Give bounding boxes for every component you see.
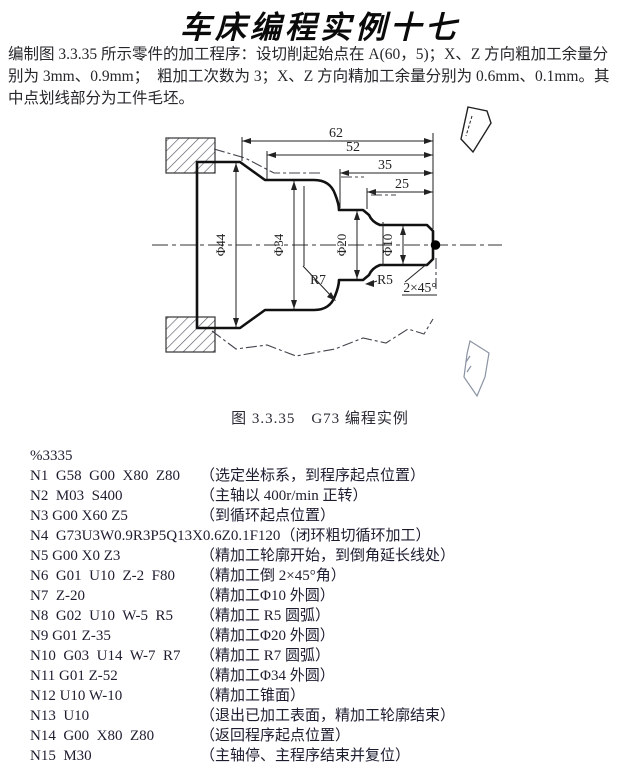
program-comment: （返回程序起点位置） (200, 728, 351, 744)
program-line: N12 U10 W-10 （精加工锥面） (30, 686, 630, 706)
program-comment: （主轴以 400r/min 正转） (200, 488, 368, 504)
program-code: N10 G03 U14 W-7 R7 (30, 648, 181, 664)
intro-line: 别为 3mm、0.9mm； 粗加工次数为 3；X、Z 方向精加工余量分别为 0.… (8, 68, 610, 85)
dim-d20 (354, 211, 360, 279)
dim-d10-label: Φ10 (380, 234, 395, 257)
program-code: N11 G01 Z-52 (30, 668, 118, 684)
page-title: 车床编程实例十七 (180, 10, 460, 45)
program-line: N4 G73U3W0.9R3P5Q13X0.6Z0.1F120 （闭环粗切循环加… (30, 526, 630, 546)
intro-line: 编制图 3.3.35 所示零件的加工程序：设切削起始点在 A(60，5)；X、Z… (8, 46, 609, 63)
program-comment: （精加工Φ34 外圆） (200, 668, 335, 684)
dim-d34-label: Φ34 (271, 233, 286, 256)
dim-25 (366, 188, 433, 209)
program-line: N9 G01 Z-35 （精加工Φ20 外圆） (30, 626, 630, 646)
dim-35 (339, 169, 433, 208)
program-line: N8 G02 U10 W-5 R5 （精加工 R5 圆弧） (30, 606, 630, 626)
program-line: N1 G58 G00 X80 Z80 （选定坐标系，到程序起点位置） (30, 466, 630, 486)
dim-d44-label: Φ44 (213, 233, 228, 256)
dim-r5-label: R5 (377, 272, 393, 287)
start-point-dot (430, 240, 441, 250)
dim-d20-label: Φ20 (334, 234, 349, 257)
tool-icon-faint (463, 340, 490, 398)
dim-r7 (302, 265, 336, 301)
program-comment: （精加工 R5 圆弧） (200, 608, 331, 624)
dim-r5 (365, 280, 378, 287)
dim-52-label: 52 (346, 140, 360, 155)
program-code: N3 G00 X60 Z5 (30, 508, 128, 524)
program-line: N6 G01 U10 Z-2 F80 （精加工倒 2×45°角） (30, 566, 630, 586)
program-comment: （主轴停、主程序结束并复位） (200, 748, 411, 764)
program-line: N5 G00 X0 Z3 （精加工轮廓开始，到倒角延长线处） (30, 546, 630, 566)
dim-62 (241, 137, 433, 161)
program-comment: （精加工 R7 圆弧） (200, 648, 331, 664)
program-line: N15 M30 （主轴停、主程序结束并复位） (30, 746, 630, 766)
program-listing: %3335 N1 G58 G00 X80 Z80 （选定坐标系，到程序起点位置）… (30, 446, 630, 766)
program-line: N13 U10 （退出已加工表面，精加工轮廓结束） (30, 706, 630, 726)
program-code: N2 M03 S400 (30, 488, 123, 504)
program-comment: （选定坐标系，到程序起点位置） (200, 468, 426, 484)
program-code: N9 G01 Z-35 (30, 628, 111, 644)
program-code: N15 M30 (30, 748, 92, 764)
dim-r7-label: R7 (310, 272, 326, 287)
dim-chamfer (402, 262, 437, 296)
program-code: N5 G00 X0 Z3 (30, 548, 121, 564)
program-code: N12 U10 W-10 (30, 688, 123, 704)
chuck-jaw-top (165, 137, 216, 174)
dim-35-label: 35 (378, 158, 392, 173)
dim-62-label: 62 (329, 126, 343, 141)
program-line: N14 G00 X80 Z80 （返回程序起点位置） (30, 726, 630, 746)
program-code: N4 G73U3W0.9R3P5Q13X0.6Z0.1F120 (30, 528, 281, 544)
dim-d44 (233, 163, 239, 327)
program-comment: （退出已加工表面，精加工轮廓结束） (200, 708, 456, 724)
program-code: N1 G58 G00 X80 Z80 (30, 468, 180, 484)
dim-d34 (291, 181, 305, 309)
tool-icon (460, 106, 492, 154)
program-comment: （精加工倒 2×45°角） (200, 568, 346, 584)
program-comment: （闭环粗切循环加工） (280, 528, 431, 544)
program-number-row: %3335 (30, 446, 630, 466)
dim-52 (266, 151, 433, 179)
program-code: N7 Z-20 (30, 588, 85, 604)
figure-caption: 图 3.3.35 G73 编程实例 (231, 411, 409, 427)
dim-25-label: 25 (395, 177, 409, 192)
program-line: N10 G03 U14 W-7 R7 （精加工 R7 圆弧） (30, 646, 630, 666)
program-line: N7 Z-20 （精加工Φ10 外圆） (30, 586, 630, 606)
part-drawing: 62 52 35 25 Φ44 (152, 106, 502, 398)
program-number: %3335 (30, 448, 73, 464)
program-code: N14 G00 X80 Z80 (30, 728, 155, 744)
dim-d10 (382, 222, 406, 266)
program-line: N3 G00 X60 Z5 （到循环起点位置） (30, 506, 630, 526)
program-code: N13 U10 (30, 708, 90, 724)
program-line: N11 G01 Z-52 （精加工Φ34 外圆） (30, 666, 630, 686)
blank-outline (211, 148, 437, 357)
program-line: N2 M03 S400 （主轴以 400r/min 正转） (30, 486, 630, 506)
intro-line: 中点划线部分为工件毛坯。 (8, 90, 195, 107)
part-outline (195, 160, 435, 330)
program-comment: （到循环起点位置） (200, 508, 336, 524)
dim-chamfer-label: 2×45° (403, 280, 436, 295)
program-code: N6 G01 U10 Z-2 F80 (30, 568, 175, 584)
program-comment: （精加工Φ10 外圆） (200, 588, 335, 604)
program-code: N8 G02 U10 W-5 R5 (30, 608, 174, 624)
program-comment: （精加工Φ20 外圆） (200, 628, 335, 644)
chuck-jaw-bottom (165, 316, 216, 353)
program-comment: （精加工锥面） (200, 688, 306, 704)
program-comment: （精加工轮廓开始，到倒角延长线处） (200, 548, 456, 564)
intro-paragraph: 编制图 3.3.35 所示零件的加工程序：设切削起始点在 A(60，5)；X、Z… (8, 44, 636, 110)
